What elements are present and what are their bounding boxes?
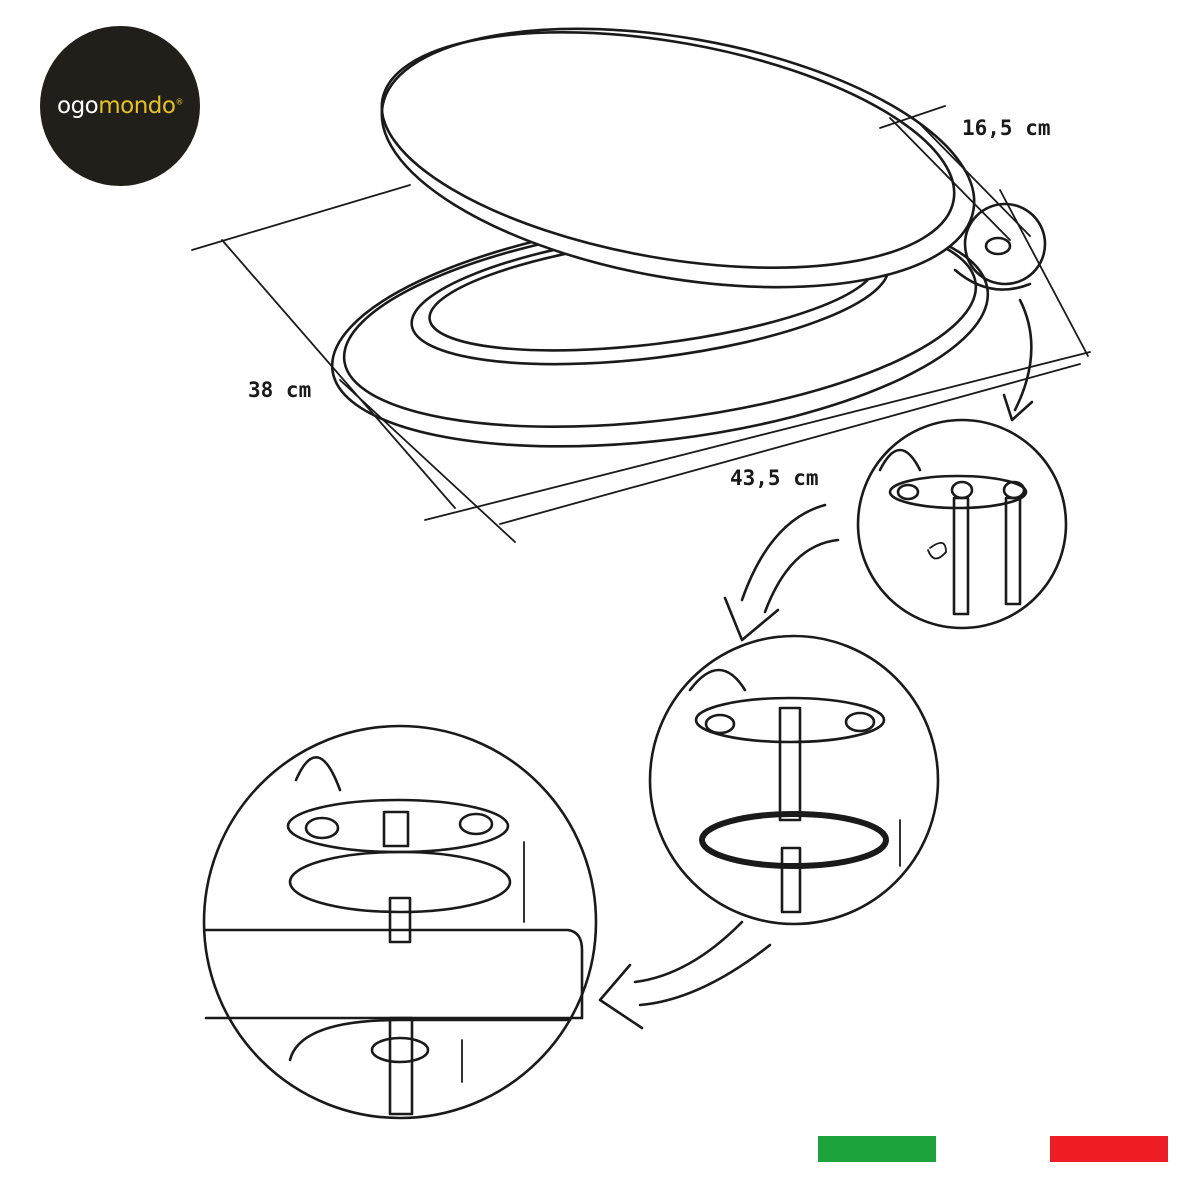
step-circle-3: [202, 724, 598, 1120]
dimension-width: 38 cm: [248, 378, 312, 402]
step-circle-1: [856, 418, 1068, 630]
flag-green-bar: [818, 1136, 936, 1162]
brand-name-mondo: mondo: [98, 93, 176, 119]
dimension-lines: [191, 105, 1091, 543]
toilet-seat-illustration: [330, 27, 1047, 448]
brand-logo-text: ogomondo®: [57, 93, 183, 119]
dimension-length: 43,5 cm: [730, 466, 819, 490]
brand-logo: ogomondo®: [40, 26, 200, 186]
dimension-hinge-spacing: 16,5 cm: [962, 116, 1051, 140]
brand-name-ogo: ogo: [57, 93, 99, 119]
registered-mark: ®: [175, 97, 183, 107]
flag-red-bar: [1050, 1136, 1168, 1162]
step-circle-2: [648, 634, 940, 926]
process-arrows: [598, 298, 1034, 1030]
